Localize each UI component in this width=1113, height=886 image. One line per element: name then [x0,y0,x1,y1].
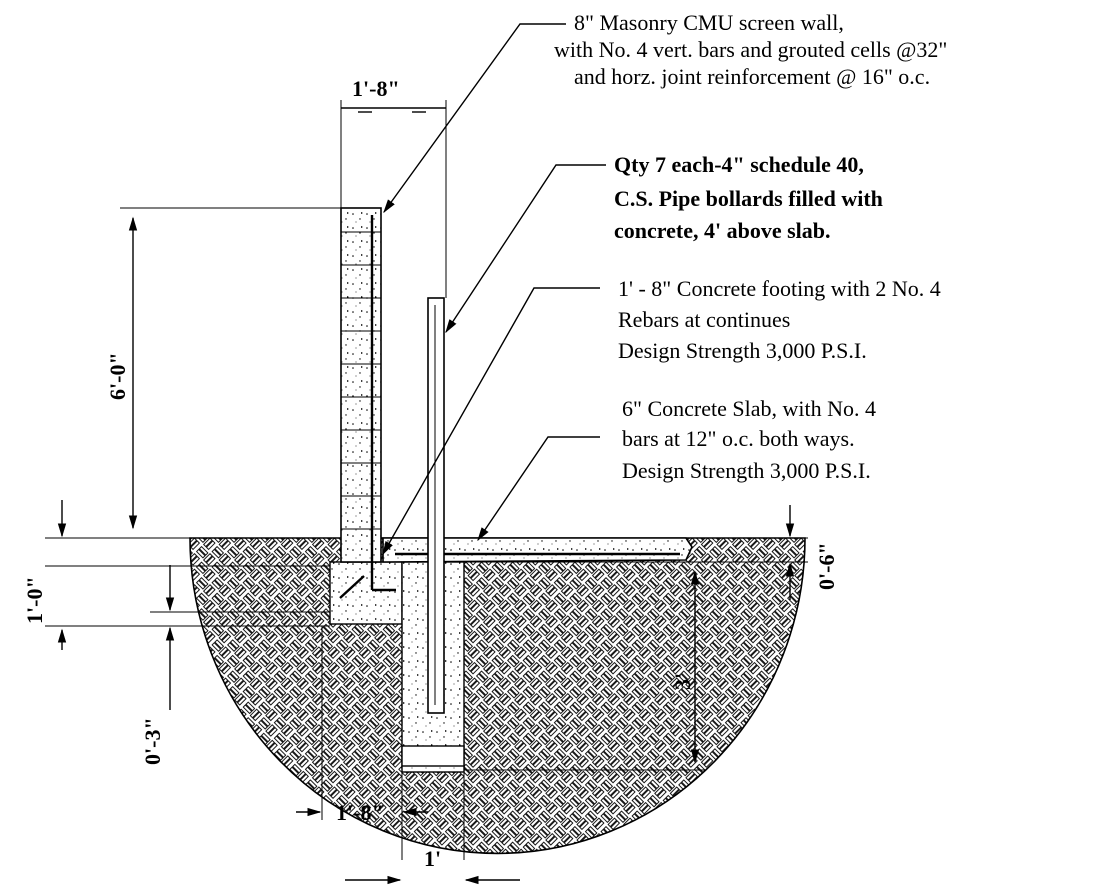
note-bollards-line-2: C.S. Pipe bollards filled with [614,186,883,211]
dim-slab-thickness: 0'-6" [814,542,839,590]
dim-wall-width-top: 1'-8" [352,76,400,101]
note-bollards: Qty 7 each-4" schedule 40, C.S. Pipe bol… [614,152,887,243]
note-footing-line-2: Rebars at continues [618,307,790,332]
earth-hatch [189,537,806,855]
dim-footing-width-bottom: 1'-8" [336,800,384,825]
note-cmu-wall-line-2: with No. 4 vert. bars and grouted cells … [554,37,947,62]
note-cmu-wall-line-1: 8" Masonry CMU screen wall, [574,10,844,35]
leader-lines [382,23,606,556]
cmu-joints [341,231,381,530]
note-footing: 1' - 8" Concrete footing with 2 No. 4 Re… [618,276,945,363]
dim-bollard-footing-width: 1' [424,846,441,871]
note-slab-line-3: Design Strength 3,000 P.S.I. [622,458,871,483]
concrete-slab [382,537,693,563]
dim-footing-offset: 0'-3" [140,717,165,765]
note-slab-line-2: bars at 12" o.c. both ways. [622,426,855,451]
note-cmu-wall: 8" Masonry CMU screen wall, with No. 4 v… [554,10,951,89]
note-bollards-line-1: Qty 7 each-4" schedule 40, [614,152,864,177]
cmu-wall [340,207,382,563]
note-footing-line-1: 1' - 8" Concrete footing with 2 No. 4 [618,276,941,301]
footing-base-plate [401,745,465,767]
dim-footing-depth: 1'-0" [22,576,47,624]
note-bollards-line-3: concrete, 4' above slab. [614,218,831,243]
note-footing-line-3: Design Strength 3,000 P.S.I. [618,338,867,363]
note-cmu-wall-line-3: and horz. joint reinforcement @ 16" o.c. [574,64,930,89]
note-slab: 6" Concrete Slab, with No. 4 bars at 12"… [622,396,880,483]
wall-footing [329,561,403,625]
dim-bollard-embed: 3' [670,673,695,690]
bollard-pipe [427,297,445,714]
note-slab-line-1: 6" Concrete Slab, with No. 4 [622,396,876,421]
dimension-lines [45,100,808,885]
dim-wall-height: 6'-0" [105,352,130,400]
